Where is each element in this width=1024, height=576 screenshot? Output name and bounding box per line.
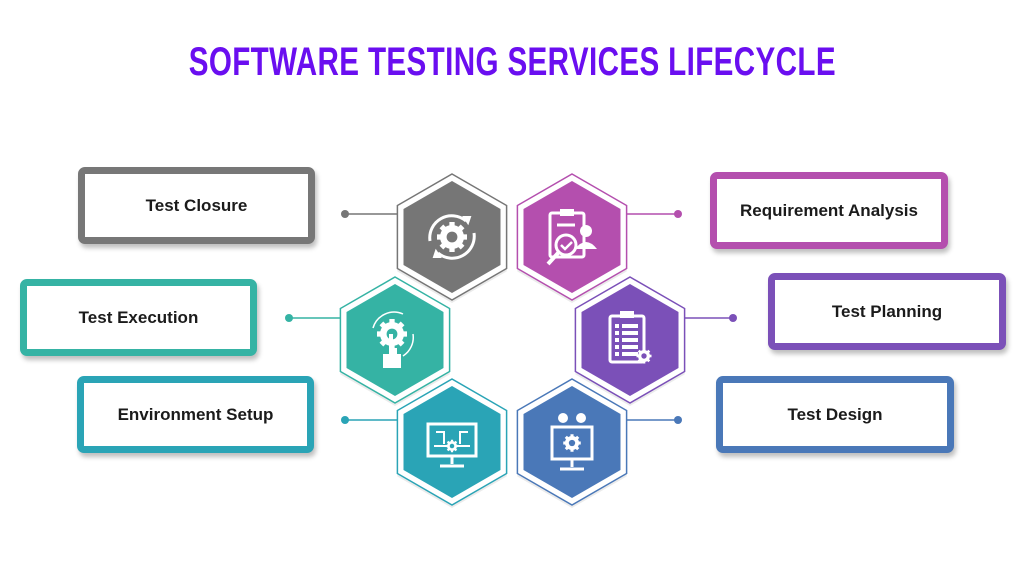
- stage-box-test-planning: Test Planning: [768, 273, 1006, 350]
- connector-dot: [674, 416, 682, 424]
- stage-box-environment-setup: Environment Setup: [77, 376, 314, 453]
- stage-box-test-execution: Test Execution: [20, 279, 257, 356]
- monitor-gear-icon: [550, 413, 594, 471]
- stage-label: Requirement Analysis: [740, 200, 918, 220]
- hexagon-test-planning: [574, 276, 686, 406]
- clipboard-user-search-icon: [546, 209, 597, 266]
- hexagon-test-execution: [339, 276, 451, 406]
- stage-label: Test Design: [787, 404, 883, 424]
- gear-cycle-icon: [428, 214, 476, 260]
- monitor-circuit-icon: [426, 422, 478, 468]
- title-text: SOFTWARE TESTING SERVICES LIFECYCLE: [188, 40, 836, 84]
- stage-label: Environment Setup: [117, 404, 274, 424]
- hexagon-test-design: [516, 378, 628, 508]
- hexagon-environment-setup: [396, 378, 508, 508]
- connector-dot: [341, 416, 349, 424]
- stage-box-test-design: Test Design: [716, 376, 954, 453]
- hexagon-test-closure: [396, 173, 508, 303]
- connector-dot: [285, 314, 293, 322]
- stage-box-requirement-analysis: Requirement Analysis: [710, 172, 948, 249]
- stage-label: Test Closure: [145, 195, 248, 215]
- connector-dot: [729, 314, 737, 322]
- connector-dot: [341, 210, 349, 218]
- hand-gear-icon: [372, 311, 415, 368]
- diagram-title: SOFTWARE TESTING SERVICES LIFECYCLE: [0, 40, 1024, 85]
- stage-box-test-closure: Test Closure: [78, 167, 315, 244]
- stage-label: Test Execution: [78, 307, 199, 327]
- hexagon-requirement-analysis: [516, 173, 628, 303]
- clipboard-gear-icon: [608, 311, 652, 364]
- stage-label: Test Planning: [831, 301, 943, 321]
- connector-dot: [674, 210, 682, 218]
